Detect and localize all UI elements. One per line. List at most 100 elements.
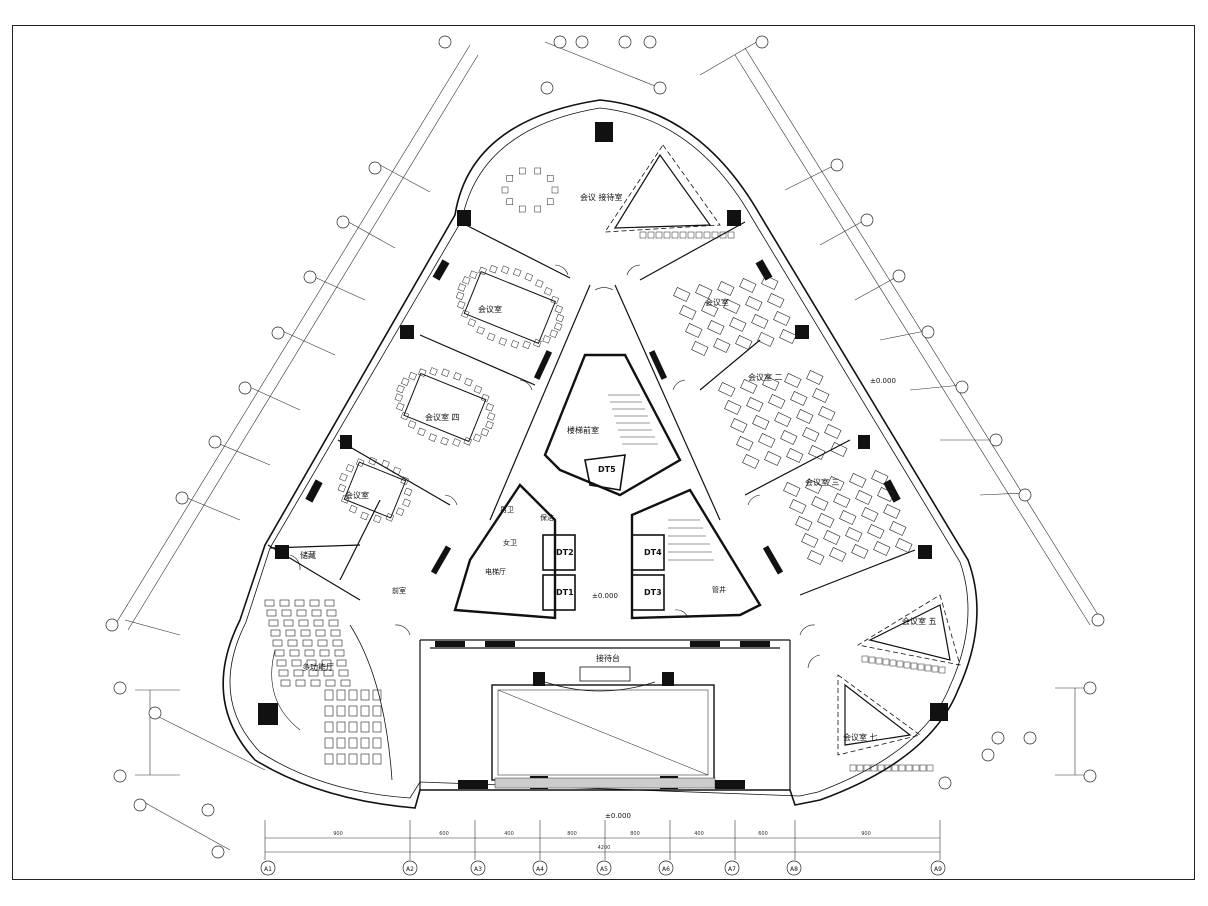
drawing-frame	[12, 25, 1195, 880]
chair	[542, 335, 551, 344]
desk	[796, 409, 814, 424]
chair	[856, 764, 864, 772]
chair	[896, 660, 904, 668]
chair	[441, 368, 450, 378]
chair	[849, 764, 857, 772]
chair	[639, 231, 647, 239]
chair	[478, 266, 487, 276]
chair	[462, 276, 471, 285]
hall-seat	[330, 629, 341, 637]
hall-seat	[311, 609, 322, 617]
chair	[512, 268, 522, 277]
axis-bubble-a7: A7	[724, 860, 740, 876]
axis-bubble-a9: A9	[930, 860, 946, 876]
chair	[534, 167, 541, 175]
lobby-reception-label: 接待台	[596, 653, 620, 663]
axis-bubble	[755, 35, 769, 49]
room-labels: 会议 接待室 会议室 会议室 四 会议室 会议室 会议室 二 会议室 三 储藏 …	[300, 192, 937, 742]
level-markers: ±0.000 ±0.000 ±0.000	[592, 377, 896, 820]
elevator-dt3: DT3	[644, 588, 662, 597]
hall-seat	[348, 689, 358, 701]
hall-seat	[289, 649, 300, 657]
chair	[486, 332, 496, 342]
desk	[707, 320, 725, 335]
hall-seat	[274, 649, 285, 657]
chair	[473, 433, 482, 443]
hall-seat	[302, 639, 313, 647]
chair	[543, 287, 553, 296]
axis-bubble	[830, 158, 844, 172]
desk	[757, 332, 775, 347]
desk	[695, 284, 713, 299]
axis-bubble	[105, 618, 119, 632]
desk	[811, 496, 829, 511]
desk	[761, 275, 779, 290]
chair	[891, 764, 899, 772]
desk	[851, 544, 869, 559]
chair	[403, 487, 413, 497]
chair	[349, 504, 358, 514]
desk	[789, 499, 807, 514]
axis-bubble	[892, 269, 906, 283]
chair	[917, 663, 925, 671]
axis-bubble	[113, 769, 127, 783]
axis-bubble	[981, 748, 995, 762]
svg-text:A2: A2	[406, 866, 414, 873]
desk	[849, 473, 867, 488]
hall-seat	[266, 609, 277, 617]
elevator-labels: DT1 DT2 DT3 DT4 DT5	[556, 465, 662, 597]
chair	[500, 265, 510, 274]
meeting-tables	[343, 270, 556, 519]
chair	[551, 186, 559, 194]
room-stair-core: 楼梯前室	[567, 425, 599, 435]
desk	[735, 335, 753, 350]
desk	[746, 397, 764, 412]
hall-seat	[321, 659, 332, 667]
room-office-mid: 会议室 二	[748, 372, 783, 382]
room-meeting-3: 会议室	[345, 490, 369, 500]
desk	[802, 427, 820, 442]
desk	[751, 314, 769, 329]
interior-walls	[267, 221, 916, 790]
svg-text:A6: A6	[662, 866, 670, 873]
desk	[701, 302, 719, 317]
chair	[910, 662, 918, 670]
hall-seat	[295, 679, 306, 687]
hall-seat	[372, 705, 382, 717]
bottom-dim-value: 400	[504, 831, 514, 837]
hall-seat	[372, 689, 382, 701]
axis-bubble	[208, 435, 222, 449]
chair	[889, 659, 897, 667]
desk	[679, 305, 697, 320]
svg-text:A3: A3	[474, 866, 482, 873]
chair	[510, 340, 520, 349]
axis-bubble	[991, 731, 1005, 745]
desk	[717, 281, 735, 296]
chair	[555, 313, 565, 323]
chair	[452, 438, 461, 447]
desk	[807, 550, 825, 565]
axis-bubble	[653, 81, 667, 95]
chair	[400, 377, 410, 386]
chair	[396, 402, 405, 411]
chair	[408, 371, 417, 381]
room-office-low: 会议室 三	[805, 477, 840, 487]
hall-seat	[283, 619, 294, 627]
chair	[671, 231, 679, 239]
hall-seat	[280, 679, 291, 687]
hall-seat	[328, 619, 339, 627]
chair	[440, 436, 449, 446]
svg-text:A8: A8	[790, 866, 798, 873]
chair	[396, 384, 405, 394]
hall-seat	[336, 737, 346, 749]
hall-seat	[308, 669, 319, 677]
desk	[767, 293, 785, 308]
bottom-dim-value: 900	[333, 831, 343, 837]
desk	[817, 513, 835, 528]
desk	[758, 433, 776, 448]
hall-seat	[317, 639, 328, 647]
stair-lines	[608, 394, 714, 561]
axis-bubble	[113, 681, 127, 695]
axis-bubble	[643, 35, 657, 49]
